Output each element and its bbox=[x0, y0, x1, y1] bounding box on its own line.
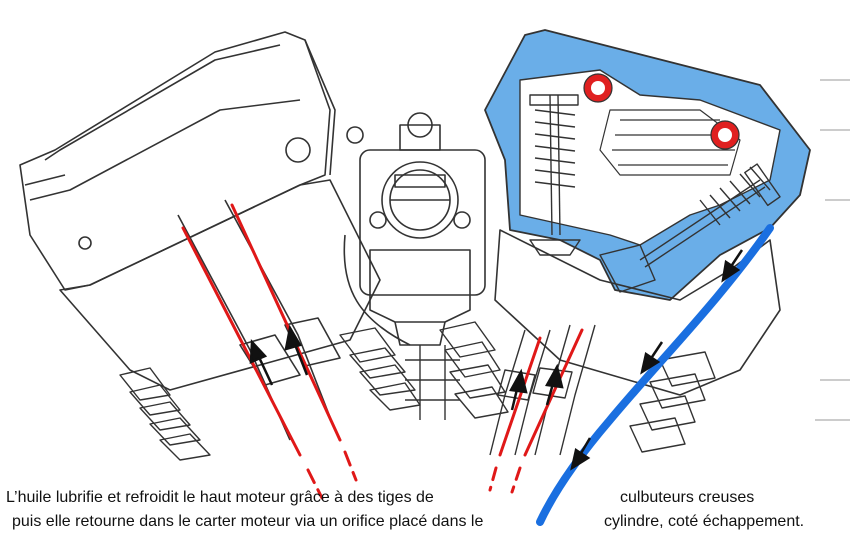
front-vent-bolt bbox=[78, 236, 92, 250]
carburetor-body bbox=[359, 149, 486, 296]
rocker-shaft-ports bbox=[583, 73, 740, 150]
caption-line-4: cylindre, coté échappement. bbox=[604, 513, 805, 530]
arrow-up-icon bbox=[249, 338, 268, 364]
crankcase-top bbox=[405, 345, 460, 420]
arrow-up-icon bbox=[545, 363, 564, 389]
flow-arrows bbox=[249, 249, 744, 471]
arrow-up-icon bbox=[509, 368, 528, 394]
throttle-bore bbox=[381, 161, 459, 239]
carburetor bbox=[343, 112, 486, 346]
arrow-down-icon bbox=[721, 259, 741, 283]
front-cylinder bbox=[19, 31, 421, 461]
enrichener-hose bbox=[343, 234, 411, 346]
front-cooling-fins bbox=[119, 327, 421, 461]
arrow-down-icon bbox=[640, 351, 661, 375]
rear-cooling-fins bbox=[439, 321, 716, 453]
oil-return-line bbox=[536, 224, 774, 526]
rear-pushrod-oil-right bbox=[523, 328, 584, 457]
carburetor-bowl bbox=[369, 249, 471, 323]
front-pushrod-oil-right bbox=[230, 203, 342, 442]
front-pushrod-oil-left bbox=[181, 226, 302, 457]
arrow-up-icon bbox=[284, 324, 302, 351]
rear-cylinder bbox=[439, 29, 811, 456]
front-cylinder-head bbox=[59, 179, 381, 391]
rear-exhaust-valve bbox=[599, 163, 781, 293]
rear-intake-valve bbox=[529, 94, 581, 256]
caption-line-3: culbuteurs creuses bbox=[620, 489, 755, 506]
caption-line-2: puis elle retourne dans le carter moteur… bbox=[12, 513, 484, 530]
background-sketch bbox=[815, 79, 850, 421]
arrow-down-icon bbox=[570, 447, 591, 471]
oil-feed-lines bbox=[181, 203, 584, 500]
front-rocker-box bbox=[19, 31, 331, 291]
front-rocker-bolt bbox=[285, 137, 311, 163]
rear-pushrod-oil-left bbox=[498, 336, 542, 457]
rear-cylinder-head bbox=[494, 229, 781, 396]
caption-line-1: L’huile lubrifie et refroidit le haut mo… bbox=[6, 489, 434, 506]
